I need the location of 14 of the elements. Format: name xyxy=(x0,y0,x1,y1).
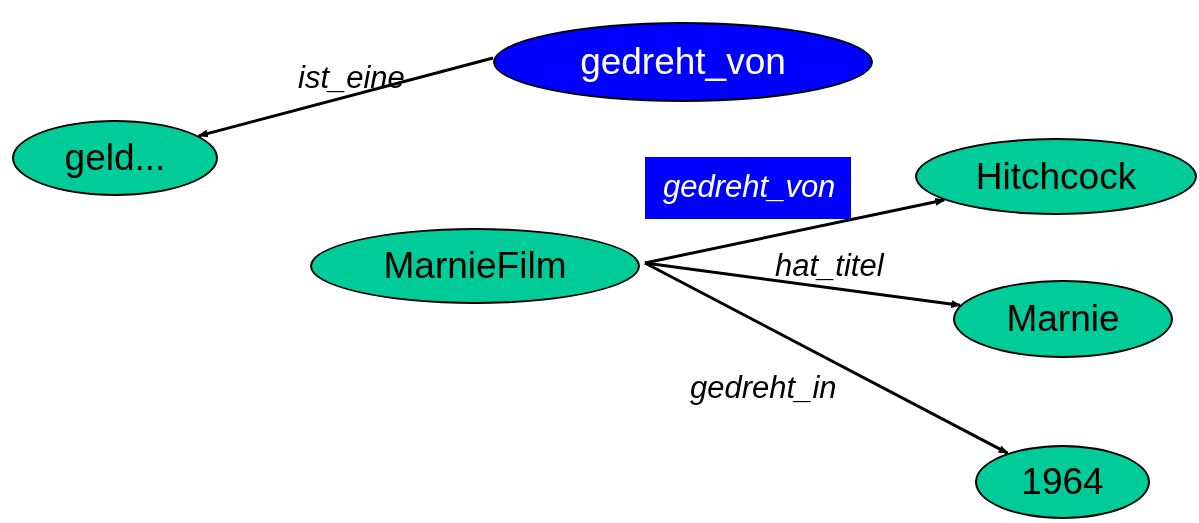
edge-label: gedreht_in xyxy=(690,370,837,406)
node-label: MarnieFilm xyxy=(383,245,567,287)
edge-label: hat_titel xyxy=(775,248,884,284)
arrow xyxy=(197,56,494,138)
edge-label: gedreht_von xyxy=(645,157,852,219)
edge-label: ist_eine xyxy=(298,60,405,96)
arrow xyxy=(644,197,946,265)
node-label: 1964 xyxy=(1021,461,1104,503)
node-label: geld... xyxy=(64,137,166,179)
node-label: Hitchcock xyxy=(975,155,1137,198)
node-label: gedreht_von xyxy=(580,41,786,83)
arrow xyxy=(644,261,1009,455)
node-label: Marnie xyxy=(1006,298,1120,340)
arrow xyxy=(644,261,962,308)
